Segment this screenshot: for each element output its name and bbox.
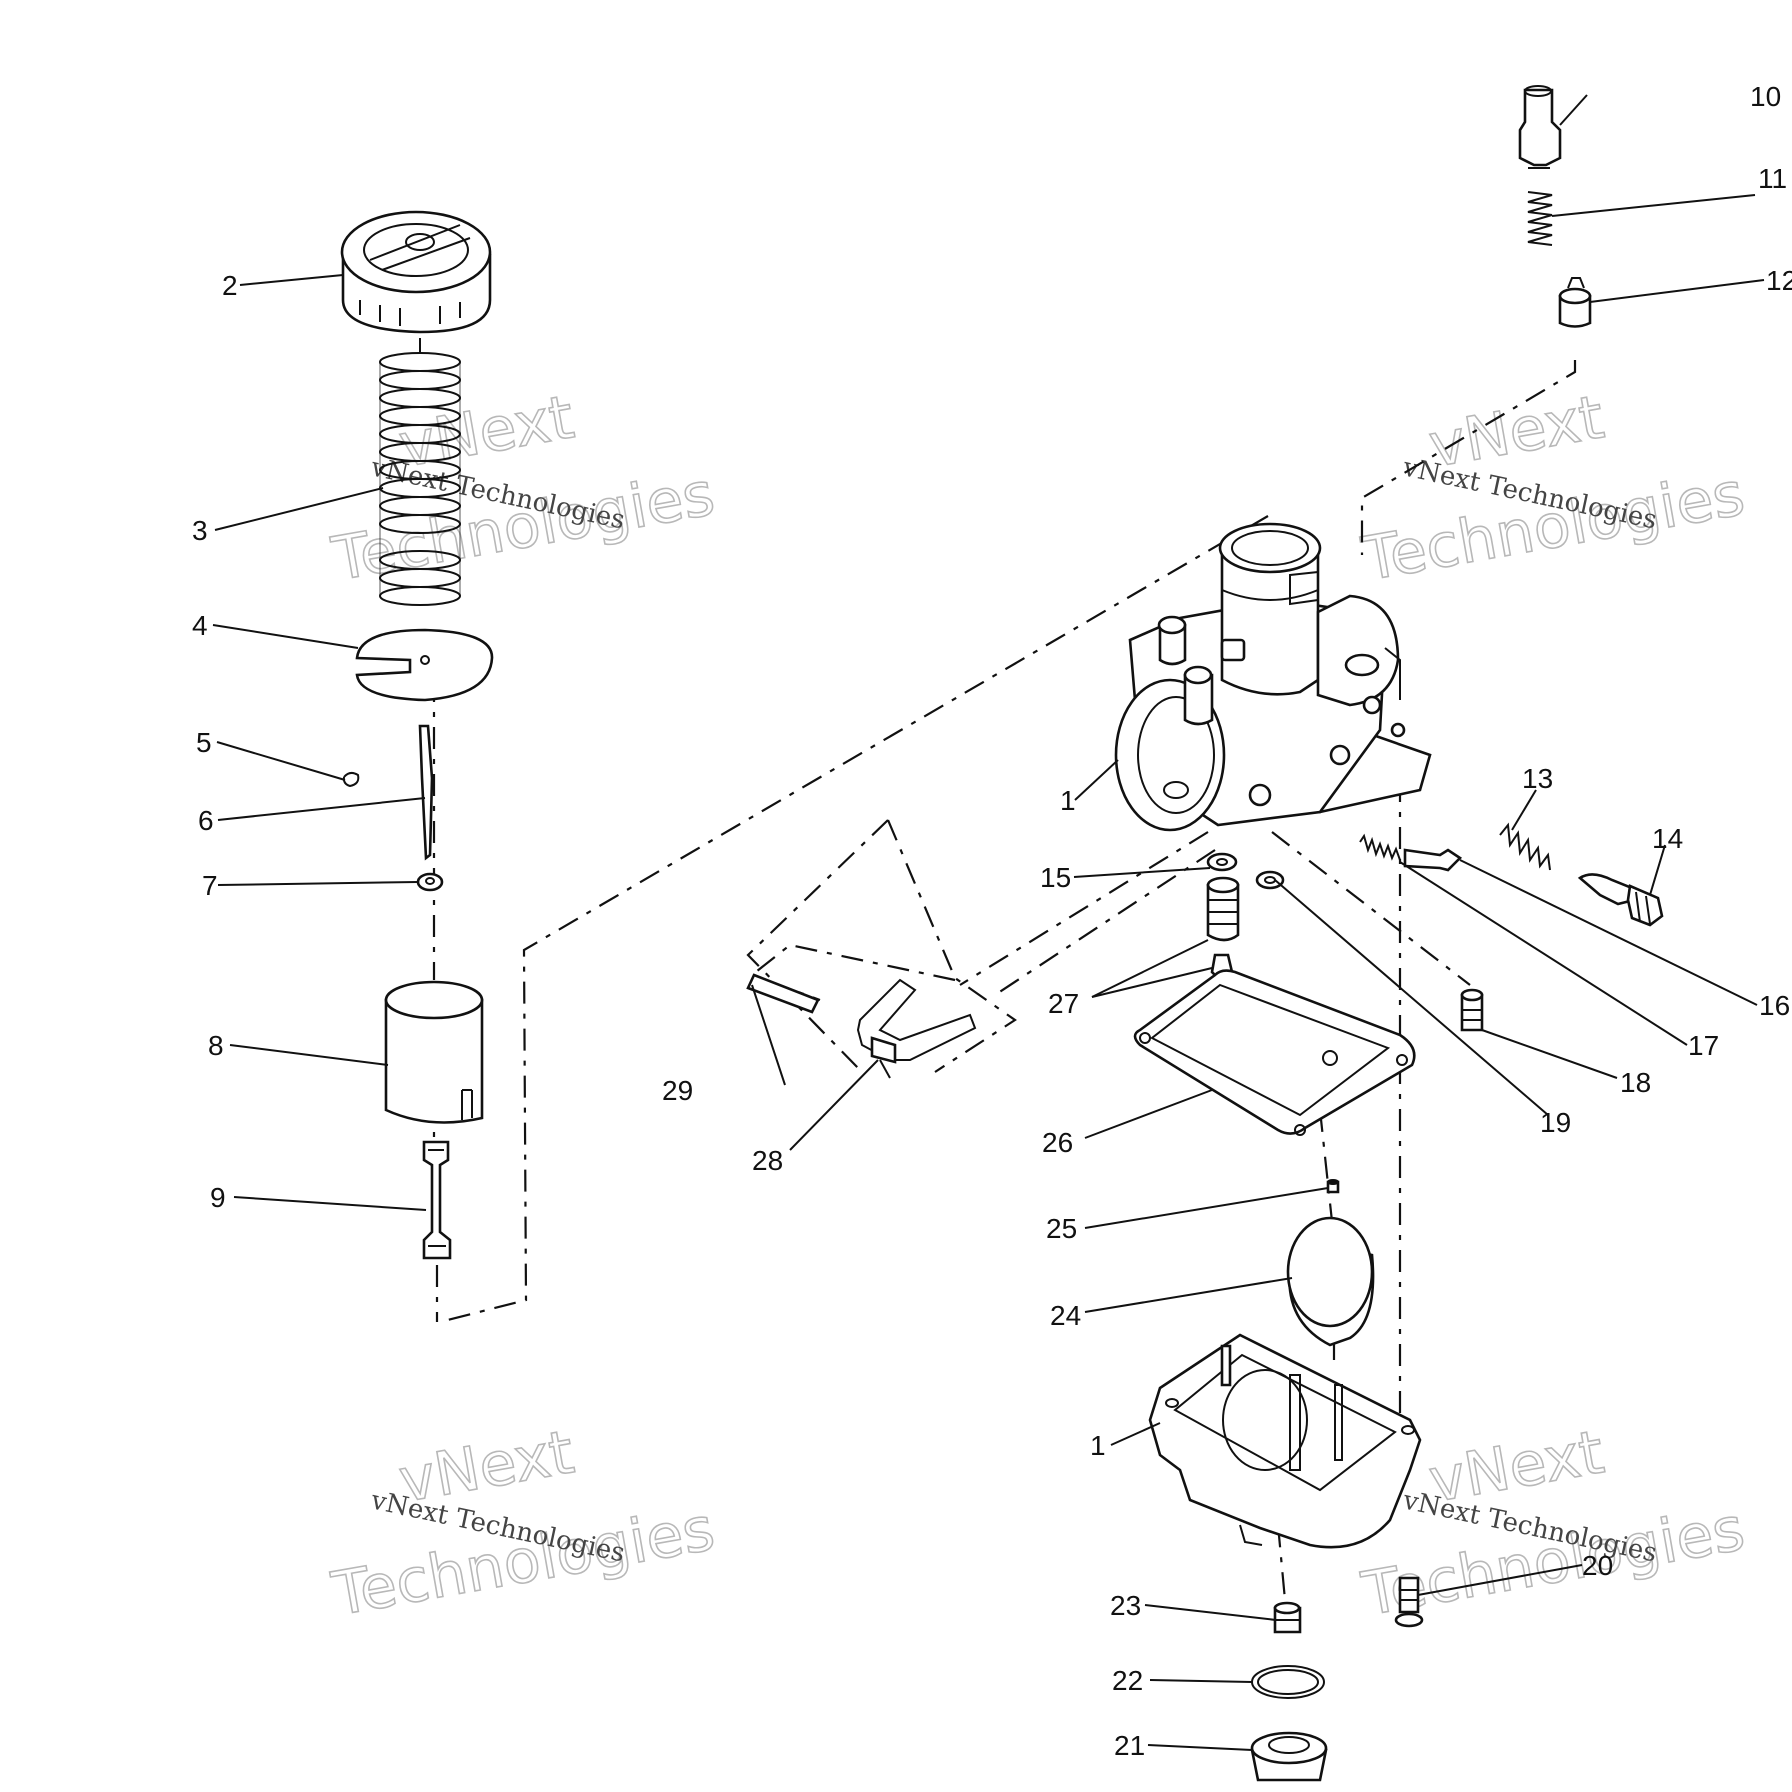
- part-needle-jet: [1206, 852, 1240, 942]
- part-cap: [340, 210, 492, 334]
- callout-28: 28: [752, 1145, 783, 1176]
- callout-5: 5: [196, 727, 212, 758]
- part-spring: [379, 338, 461, 606]
- part-plate: [355, 628, 494, 702]
- part-jet-holder: [1558, 277, 1592, 328]
- callout-2: 2: [222, 270, 238, 301]
- callout-21: 21: [1114, 1730, 1145, 1761]
- part-carburetor-body: [1114, 522, 1432, 832]
- callout-3: 3: [192, 515, 208, 546]
- callout-1-bottom: 1: [1090, 1430, 1106, 1461]
- part-float-bowl: [1148, 1333, 1422, 1549]
- callout-23: 23: [1110, 1590, 1141, 1621]
- callout-labels: 2 3 4 5 6 7 8 9 10 11 12 13 14 15 16 17 …: [192, 81, 1792, 1761]
- callout-20: 20: [1582, 1550, 1613, 1581]
- callout-11: 11: [1758, 163, 1787, 194]
- callout-18: 18: [1620, 1067, 1651, 1098]
- part-idle-spring: [1499, 822, 1551, 871]
- callout-29: 29: [662, 1075, 693, 1106]
- part-idle-screw: [1577, 873, 1664, 927]
- part-washer-19: [1255, 870, 1285, 890]
- callout-12: 12: [1766, 265, 1792, 296]
- part-small-spring: [1527, 191, 1553, 246]
- part-drain-plug: [1250, 1731, 1328, 1782]
- callout-27: 27: [1048, 988, 1079, 1019]
- part-throttle-valve: [384, 980, 484, 1124]
- callout-1-top: 1: [1060, 785, 1076, 816]
- part-adjuster: [422, 1140, 452, 1260]
- part-o-ring: [1251, 1665, 1325, 1699]
- callout-6: 6: [198, 805, 214, 836]
- callout-16: 16: [1759, 990, 1790, 1021]
- part-float-arm: [856, 978, 977, 1079]
- callout-9: 9: [210, 1182, 226, 1213]
- part-needle: [418, 724, 434, 861]
- callout-17: 17: [1688, 1030, 1719, 1061]
- part-air-screw: [1359, 833, 1463, 872]
- callout-10: 10: [1750, 81, 1781, 112]
- part-clip: [342, 771, 360, 788]
- part-drain-screw: [1394, 1576, 1424, 1628]
- callout-22: 22: [1112, 1665, 1143, 1696]
- part-float: [1286, 1216, 1375, 1347]
- callout-25: 25: [1046, 1213, 1077, 1244]
- callout-19: 19: [1540, 1107, 1571, 1138]
- part-float-pin: [746, 973, 820, 1014]
- callout-14: 14: [1652, 823, 1683, 854]
- part-gasket: [1133, 969, 1416, 1136]
- callout-15: 15: [1040, 862, 1071, 893]
- part-main-jet: [1273, 1601, 1302, 1634]
- callout-4: 4: [192, 610, 208, 641]
- callout-24: 24: [1050, 1300, 1081, 1331]
- part-fitting: [1518, 85, 1562, 169]
- part-washer: [416, 872, 444, 892]
- part-pilot-jet: [1460, 988, 1484, 1032]
- callout-26: 26: [1042, 1127, 1073, 1158]
- part-pin-25: [1326, 1179, 1340, 1194]
- leader-lines: [212, 94, 1765, 1751]
- callout-13: 13: [1522, 763, 1553, 794]
- callout-8: 8: [208, 1030, 224, 1061]
- callout-7: 7: [202, 870, 218, 901]
